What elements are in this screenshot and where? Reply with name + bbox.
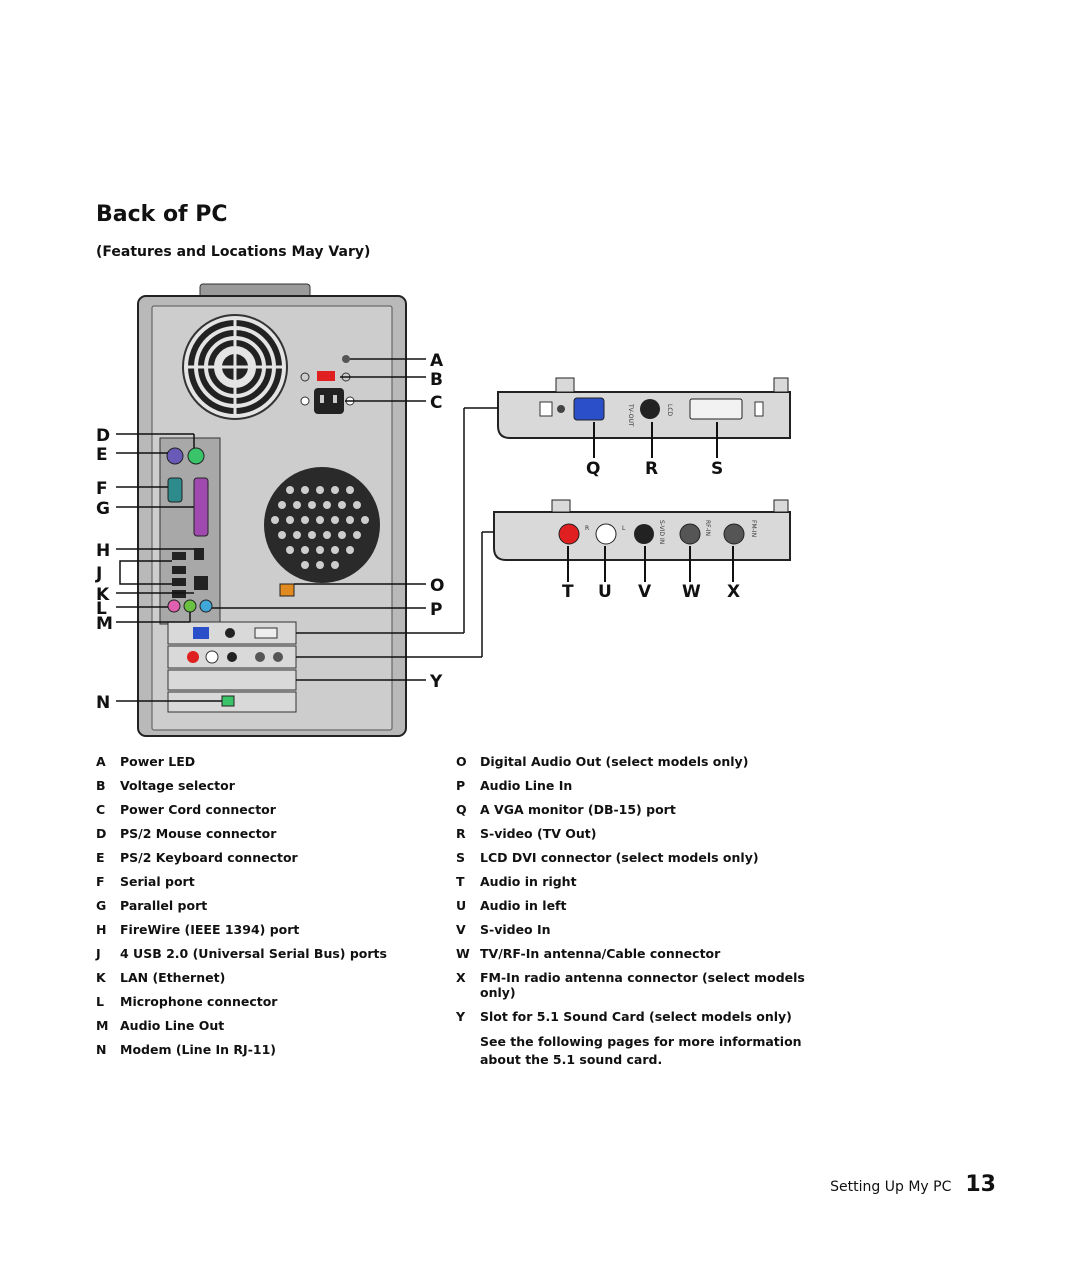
- power-cord-connector: [300, 388, 355, 414]
- callout-X: X: [727, 582, 740, 602]
- svg-text:L: L: [622, 525, 626, 532]
- callout-T: T: [562, 582, 574, 602]
- dvi-port: [689, 398, 743, 420]
- line-out-jack: [183, 599, 197, 613]
- voltage-selector: [317, 371, 335, 381]
- callout-A: A: [430, 351, 444, 371]
- callout-K: K: [96, 585, 110, 605]
- digital-audio-out: [279, 583, 295, 597]
- usb-port-3: [172, 578, 186, 586]
- callout-Q: Q: [586, 459, 600, 479]
- ps2-keyboard-port: [166, 447, 184, 465]
- callout-O: O: [430, 576, 444, 596]
- usb-port-4: [172, 590, 186, 598]
- callout-R: R: [645, 459, 658, 479]
- callout-W: W: [682, 582, 701, 602]
- case-fan-grille: [264, 467, 380, 583]
- leader-lines: [116, 358, 498, 702]
- callout-N: N: [96, 693, 110, 713]
- firewire-port: [194, 548, 204, 560]
- microphone-jack: [167, 599, 181, 613]
- s-video-in-port: [634, 524, 654, 544]
- usb-port-1: [172, 552, 186, 560]
- svg-text:R: R: [585, 525, 589, 532]
- callout-D: D: [96, 426, 110, 446]
- power-led: [342, 355, 350, 363]
- tv-tuner-card-illustration: R L S-VID IN RF-IN FM-IN: [493, 499, 791, 582]
- page-footer: Setting Up My PC 13: [830, 1172, 996, 1197]
- ps2-mouse-port: [187, 447, 205, 465]
- section-name: Setting Up My PC: [830, 1179, 952, 1195]
- audio-in-right-jack: [558, 523, 580, 545]
- callout-S: S: [711, 459, 723, 479]
- rf-in-connector: [679, 523, 701, 545]
- page-subtitle: (Features and Locations May Vary): [96, 244, 371, 260]
- audio-in-left-jack: [595, 523, 617, 545]
- page-title: Back of PC: [96, 202, 228, 227]
- vga-port: [573, 397, 605, 421]
- callout-C: C: [430, 393, 442, 413]
- callout-B: B: [430, 370, 443, 390]
- lan-port: [194, 576, 208, 590]
- callout-M: M: [96, 614, 113, 634]
- callout-G: G: [96, 499, 110, 519]
- svg-text:RF-IN: RF-IN: [704, 520, 711, 536]
- back-of-pc-diagram: TV-OUT LCD R L S-VID IN RF-IN FM-IN: [95, 283, 791, 737]
- svg-text:LCD: LCD: [666, 404, 673, 417]
- callout-P: P: [430, 600, 442, 620]
- fm-in-connector: [723, 523, 745, 545]
- sound-card-note: See the following pages for more informa…: [480, 1034, 802, 1067]
- page-number: 13: [965, 1172, 996, 1197]
- line-in-jack: [199, 599, 213, 613]
- callout-L: L: [96, 599, 107, 619]
- serial-port: [167, 477, 183, 503]
- pc-case-illustration: [137, 283, 407, 737]
- callout-J: J: [95, 564, 102, 584]
- usb-port-2: [172, 566, 186, 574]
- parallel-port: [193, 477, 209, 537]
- svg-text:S-VID IN: S-VID IN: [658, 520, 665, 544]
- callout-Y: Y: [429, 672, 443, 692]
- callout-F: F: [96, 479, 108, 499]
- callout-H: H: [96, 541, 110, 561]
- expansion-slots: [167, 621, 297, 713]
- callout-V: V: [638, 582, 652, 602]
- psu-fan: [182, 314, 288, 420]
- callout-U: U: [598, 582, 612, 602]
- callout-E: E: [96, 445, 108, 465]
- svg-text:TV-OUT: TV-OUT: [627, 403, 634, 427]
- video-card-illustration: TV-OUT LCD: [497, 377, 791, 458]
- s-video-out-port: [640, 399, 660, 419]
- svg-text:FM-IN: FM-IN: [750, 520, 757, 537]
